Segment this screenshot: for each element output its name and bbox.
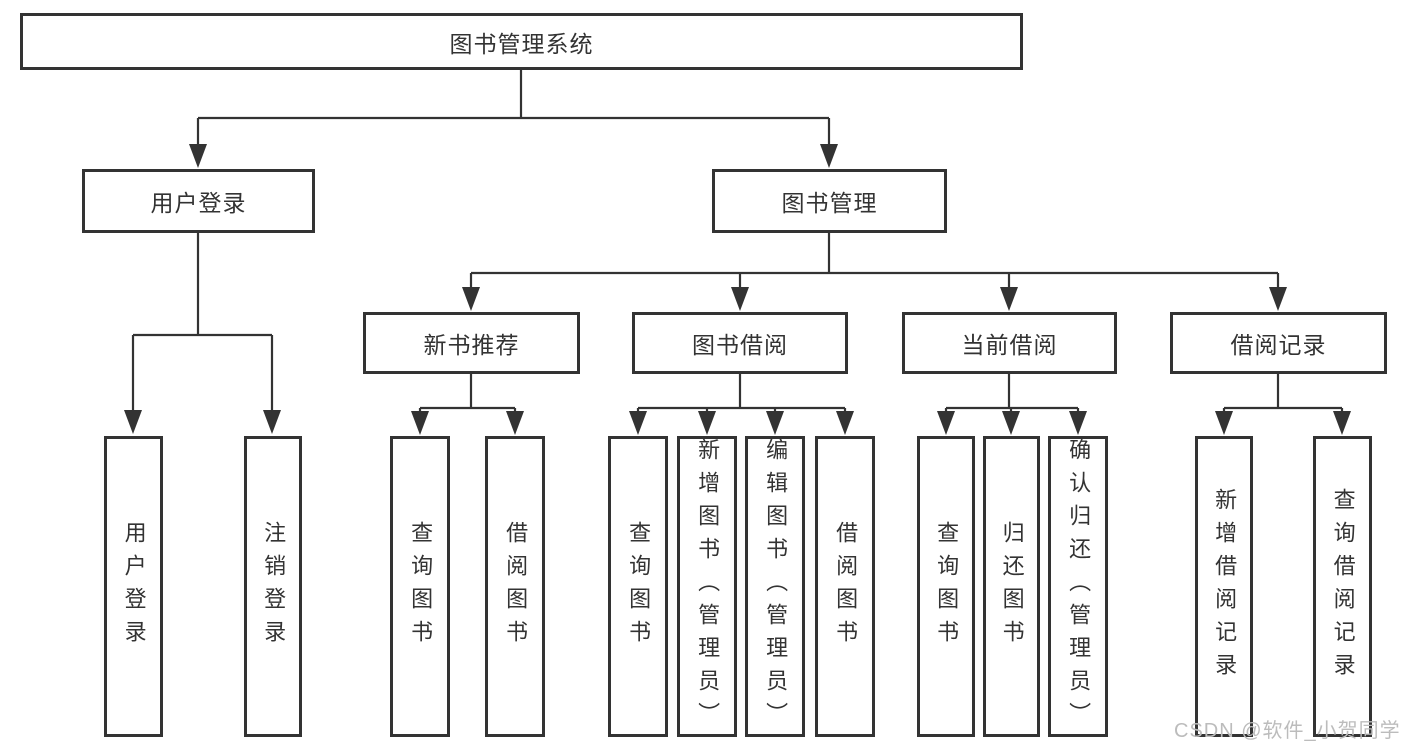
leaf-add-borrow-record: 新增借阅记录 [1195,436,1253,737]
node-label: 借阅图书 [833,520,859,653]
node-label: 用户登录 [121,520,147,653]
node-user-login-module: 用户登录 [82,169,315,233]
node-current-borrowing: 当前借阅 [902,312,1117,374]
arrowhead-icon [411,411,429,435]
node-label: 新书推荐 [423,332,520,358]
node-label: 图书借阅 [692,332,788,358]
leaf-logout: 注销登录 [244,436,302,737]
node-label: 查询借阅记录 [1330,487,1356,686]
node-label: 注销登录 [261,520,287,653]
leaf-confirm-return-admin: 确认归还（管理员） [1048,436,1108,737]
leaf-edit-book-admin: 编辑图书（管理员） [745,436,805,737]
arrowhead-icon [124,410,142,434]
arrowhead-icon [1069,411,1087,435]
arrowhead-icon [189,144,207,168]
node-book-borrowing: 图书借阅 [632,312,848,374]
leaf-user-login: 用户登录 [104,436,163,737]
arrowhead-icon [820,144,838,168]
node-label: 当前借阅 [961,332,1058,358]
arrowhead-icon [698,411,716,435]
node-label: 查询图书 [408,520,434,653]
node-book-management-module: 图书管理 [712,169,947,233]
node-label: 借阅图书 [503,520,529,653]
node-label: 查询图书 [626,520,652,653]
node-label: 查询图书 [934,520,960,653]
node-label: 图书管理系统 [449,30,594,57]
node-borrowing-records: 借阅记录 [1170,312,1387,374]
arrowhead-icon [263,410,281,434]
arrowhead-icon [1002,411,1020,435]
arrowhead-icon [506,411,524,435]
node-label: 借阅记录 [1230,332,1327,358]
arrowheads [124,144,1351,435]
node-new-book-recommendation: 新书推荐 [363,312,580,374]
arrowhead-icon [1269,287,1287,311]
node-label: 新增借阅记录 [1212,487,1238,686]
leaf-borrow-books-borrowing: 借阅图书 [815,436,875,737]
leaf-borrow-books-recommend: 借阅图书 [485,436,545,737]
node-label: 用户登录 [150,190,247,216]
node-label: 归还图书 [999,520,1025,653]
arrowhead-icon [1000,287,1018,311]
leaf-add-book-admin: 新增图书（管理员） [677,436,737,737]
node-label: 编辑图书（管理员） [763,438,789,735]
arrowhead-icon [766,411,784,435]
arrowhead-icon [937,411,955,435]
leaf-query-books-current: 查询图书 [917,436,975,737]
node-label: 图书管理 [781,190,878,216]
arrowhead-icon [1333,411,1351,435]
arrowhead-icon [629,411,647,435]
node-library-management-system: 图书管理系统 [20,13,1023,70]
arrowhead-icon [462,287,480,311]
arrowhead-icon [1215,411,1233,435]
leaf-query-books-borrowing: 查询图书 [608,436,668,737]
node-label: 新增图书（管理员） [695,438,721,735]
leaf-return-book: 归还图书 [983,436,1040,737]
arrowhead-icon [836,411,854,435]
arrowhead-icon [731,287,749,311]
leaf-query-books-recommend: 查询图书 [390,436,450,737]
leaf-query-borrow-record: 查询借阅记录 [1313,436,1372,737]
watermark: CSDN @软件_小贺同学 [1174,720,1401,742]
node-label: 确认归还（管理员） [1066,438,1092,735]
